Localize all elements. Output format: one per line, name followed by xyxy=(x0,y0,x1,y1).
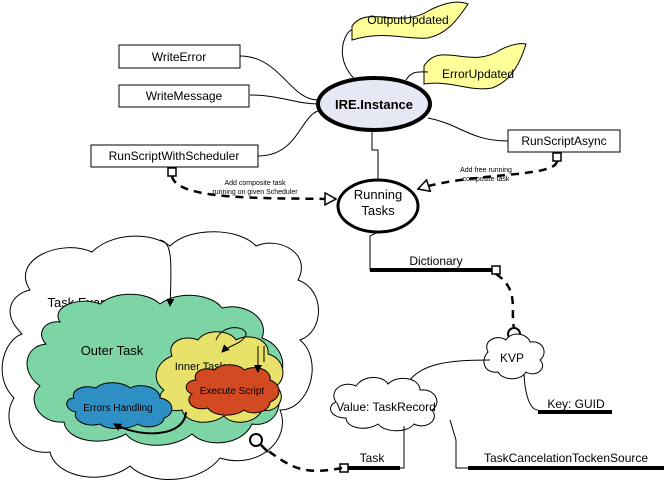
value-task-record-label: Value: TaskRecord xyxy=(336,400,436,414)
key-guid-node[interactable]: Key: GUID xyxy=(538,397,612,414)
output-updated-flag: OutputUpdated xyxy=(351,1,469,41)
dictionary-to-kvp-link xyxy=(495,272,516,329)
kvp-node[interactable]: KVP xyxy=(483,333,545,380)
write-error-label: WriteError xyxy=(152,50,206,64)
async-note: Add free running composite task xyxy=(460,167,512,183)
entry-arrow xyxy=(159,239,175,307)
run-script-with-scheduler-box[interactable]: RunScriptWithScheduler xyxy=(90,144,259,168)
task-node[interactable]: Task xyxy=(339,451,400,473)
scheduler-note: Add composite task running on given Sche… xyxy=(212,180,298,196)
task-cancelation-token-source-node[interactable]: TaskCancelationTockenSource xyxy=(468,451,664,470)
task-cancelation-token-source-label: TaskCancelationTockenSource xyxy=(484,451,648,465)
dictionary-label: Dictionary xyxy=(409,254,462,268)
running-tasks-label-line2: Tasks xyxy=(361,203,395,218)
write-message-box[interactable]: WriteMessage xyxy=(118,84,250,108)
outer-task-label: Outer Task xyxy=(81,343,144,358)
running-tasks-node[interactable]: Running Tasks xyxy=(336,178,420,234)
dictionary-node[interactable]: Dictionary xyxy=(370,254,501,275)
write-error-box[interactable]: WriteError xyxy=(118,44,241,69)
error-updated-flag: ErrorUpdated xyxy=(423,43,527,90)
async-to-running-tasks-arrow xyxy=(418,152,562,189)
task-label: Task xyxy=(360,451,386,465)
loop-arrow xyxy=(215,327,247,353)
run-script-async-label: RunScriptAsync xyxy=(521,134,606,148)
key-guid-label: Key: GUID xyxy=(547,397,605,411)
error-updated-label: ErrorUpdated xyxy=(442,67,514,81)
value-to-tcs-link xyxy=(449,419,470,469)
magnifier-icon xyxy=(249,433,263,447)
error-flow-arrow xyxy=(113,411,187,435)
async-note-line1: Add free running xyxy=(460,167,512,174)
task-example-group: Task Example Outer Task Inner Task Execu… xyxy=(1,231,319,480)
output-updated-label: OutputUpdated xyxy=(367,13,448,27)
kvp-label: KVP xyxy=(500,351,524,365)
run-script-async-box[interactable]: RunScriptAsync xyxy=(507,129,621,153)
instance-connectors xyxy=(239,29,509,271)
value-task-record-node[interactable]: Value: TaskRecord xyxy=(330,377,438,432)
ire-instance-label: IRE.Instance xyxy=(335,97,413,112)
errors-handling-label: Errors Handling xyxy=(83,403,152,414)
scheduler-note-line2: running on given Scheduler xyxy=(212,189,298,196)
write-message-label: WriteMessage xyxy=(146,89,223,103)
async-note-line2: composite task xyxy=(463,176,510,183)
running-tasks-label-line1: Running xyxy=(354,187,402,202)
kvp-to-key-link xyxy=(523,373,539,411)
execute-script-label: Execute Script xyxy=(200,386,265,397)
value-to-task-link xyxy=(396,426,405,469)
run-script-with-scheduler-label: RunScriptWithScheduler xyxy=(109,149,240,163)
ire-instance-node[interactable]: IRE.Instance xyxy=(316,76,432,132)
scheduler-note-line1: Add composite task xyxy=(224,180,286,187)
scheduler-to-running-tasks-arrow xyxy=(167,167,336,199)
task-to-example-link xyxy=(249,433,343,472)
